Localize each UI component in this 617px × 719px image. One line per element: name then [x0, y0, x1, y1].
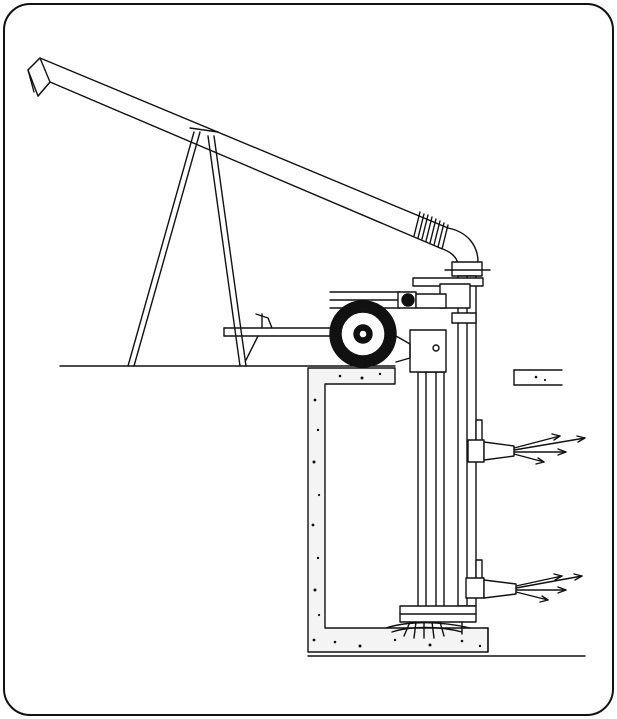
- trailer-tongue: [223, 313, 331, 361]
- inner-column: [395, 329, 447, 609]
- conveyor-tube: [27, 57, 483, 277]
- transport-wheel: [329, 300, 397, 368]
- ground-line: [59, 365, 563, 386]
- lower-spray-nozzle: [465, 559, 583, 603]
- flex-coupling: [413, 211, 449, 250]
- auger-head: [385, 605, 477, 639]
- frame-border: [3, 3, 614, 716]
- concrete-speckle: [311, 372, 547, 648]
- concrete-pit: [307, 367, 586, 657]
- a-frame-support: [127, 127, 247, 367]
- upper-spray-nozzle: [467, 419, 586, 465]
